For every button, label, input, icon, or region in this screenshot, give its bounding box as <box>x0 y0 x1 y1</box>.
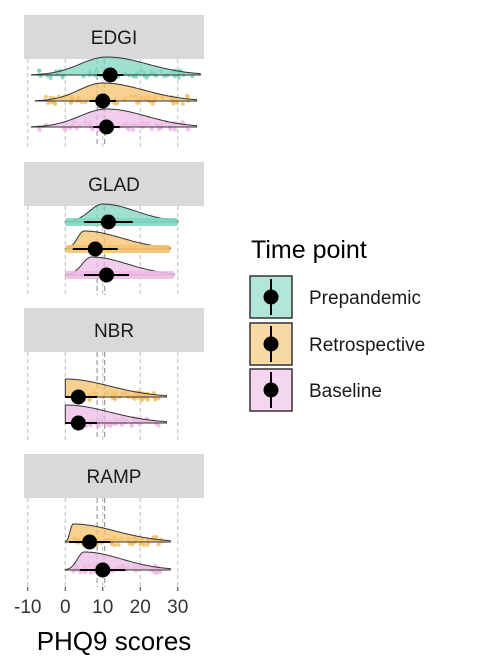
x-tick-label: 0 <box>60 597 71 618</box>
raw-point <box>37 126 42 131</box>
x-tick-label: 20 <box>130 597 151 618</box>
facet-strip-label: EDGI <box>91 28 137 49</box>
legend-key-point <box>263 289 279 305</box>
raw-point <box>150 101 155 106</box>
mean-point <box>100 214 116 230</box>
mean-point <box>70 389 86 405</box>
raw-point <box>149 126 154 132</box>
legend-key-point <box>263 336 279 352</box>
facet-panel-glad: GLAD <box>24 162 204 295</box>
raw-point <box>48 75 53 81</box>
facet-strip-label: RAMP <box>87 467 142 488</box>
legend-key-point <box>263 382 279 398</box>
raw-point <box>138 542 143 547</box>
legend: Time pointPrepandemicRetrospectiveBaseli… <box>249 236 425 412</box>
facet-strip <box>24 454 204 498</box>
facet-panel-ramp: RAMP <box>24 454 204 587</box>
raw-point <box>87 397 92 402</box>
mean-point <box>95 93 111 109</box>
density-retrospective <box>64 378 167 398</box>
raw-point <box>53 101 58 106</box>
mean-point <box>82 534 98 550</box>
facet-strip-label: GLAD <box>88 175 140 196</box>
mean-point <box>99 267 114 283</box>
mean-point <box>102 67 118 83</box>
raw-point <box>168 127 173 132</box>
legend-item-baseline: Baseline <box>249 368 382 412</box>
facet-panel-edgi: EDGI <box>24 15 204 147</box>
raw-point <box>186 127 191 132</box>
facet-panel-nbr: NBR <box>24 308 204 440</box>
mean-point <box>95 562 111 578</box>
raw-point <box>37 68 42 73</box>
density-baseline <box>64 404 167 424</box>
raw-point <box>129 423 134 428</box>
legend-label: Prepandemic <box>309 288 421 309</box>
raw-point <box>60 75 65 80</box>
raw-point <box>172 127 177 132</box>
legend-item-prepandemic: Prepandemic <box>249 275 421 319</box>
raw-point <box>46 100 51 105</box>
raw-point <box>156 542 161 547</box>
raw-point <box>184 93 189 99</box>
legend-item-retrospective: Retrospective <box>249 322 425 366</box>
x-tick-label: 30 <box>167 597 188 618</box>
mean-point <box>70 415 86 431</box>
raw-point <box>68 100 73 105</box>
raw-point <box>78 570 83 575</box>
facet-strip-label: NBR <box>94 321 134 342</box>
density-prepandemic <box>31 56 201 76</box>
raw-point <box>115 100 120 106</box>
raw-point <box>108 423 113 428</box>
raw-point <box>90 127 95 132</box>
raw-point <box>180 101 186 106</box>
raw-point <box>97 423 102 428</box>
raw-point <box>141 542 146 548</box>
raw-point <box>112 542 117 548</box>
raw-point <box>63 127 68 132</box>
mean-point <box>87 241 103 257</box>
raw-point <box>176 75 181 80</box>
density-baseline <box>64 551 171 571</box>
legend-title: Time point <box>251 236 367 264</box>
facet-strip <box>24 308 204 352</box>
raw-point <box>116 542 121 548</box>
raw-point <box>126 127 131 132</box>
density-retrospective <box>64 523 171 543</box>
density-retrospective <box>34 82 197 102</box>
raw-point <box>88 570 93 575</box>
legend-label: Retrospective <box>309 335 425 356</box>
raw-point <box>130 542 135 547</box>
facet-strip <box>24 15 204 59</box>
mean-point <box>99 119 114 135</box>
legend-label: Baseline <box>309 381 382 402</box>
x-tick-label: 10 <box>92 597 113 618</box>
x-tick-label: -10 <box>14 597 41 618</box>
x-axis-title: PHQ9 scores <box>37 626 192 656</box>
raw-point <box>158 569 163 574</box>
facet-strip <box>24 162 204 206</box>
raw-point <box>145 542 150 547</box>
raw-point <box>130 127 136 132</box>
density-baseline <box>31 108 197 128</box>
raw-point <box>43 94 48 99</box>
raw-point <box>145 396 150 401</box>
